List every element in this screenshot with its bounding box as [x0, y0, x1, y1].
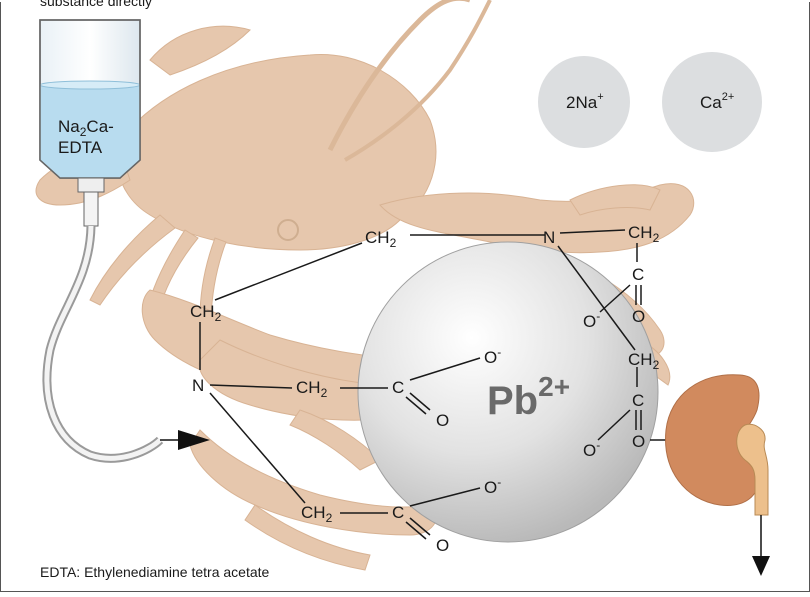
atom-c: C — [632, 391, 644, 410]
atom-o: O — [632, 432, 645, 451]
atom-n: N — [192, 376, 204, 395]
atom-ch2: CH2 — [365, 228, 397, 250]
atom-c: C — [392, 378, 404, 397]
atom-c: C — [392, 503, 404, 522]
caption: EDTA: Ethylenediamine tetra acetate — [40, 564, 270, 580]
atom-o: O — [436, 411, 449, 430]
atom-n: N — [543, 228, 555, 247]
atom-ch2: CH2 — [190, 302, 222, 324]
bottle-label-line1: Na2Ca- — [58, 117, 114, 139]
iv-tube — [47, 226, 160, 458]
atom-o: O — [436, 536, 449, 555]
atom-o: O — [632, 307, 645, 326]
atom-c: C — [632, 265, 644, 284]
kidney-illustration — [666, 375, 770, 576]
header-text: substance directly — [40, 0, 152, 9]
bottle-label-line2: EDTA — [58, 138, 103, 157]
